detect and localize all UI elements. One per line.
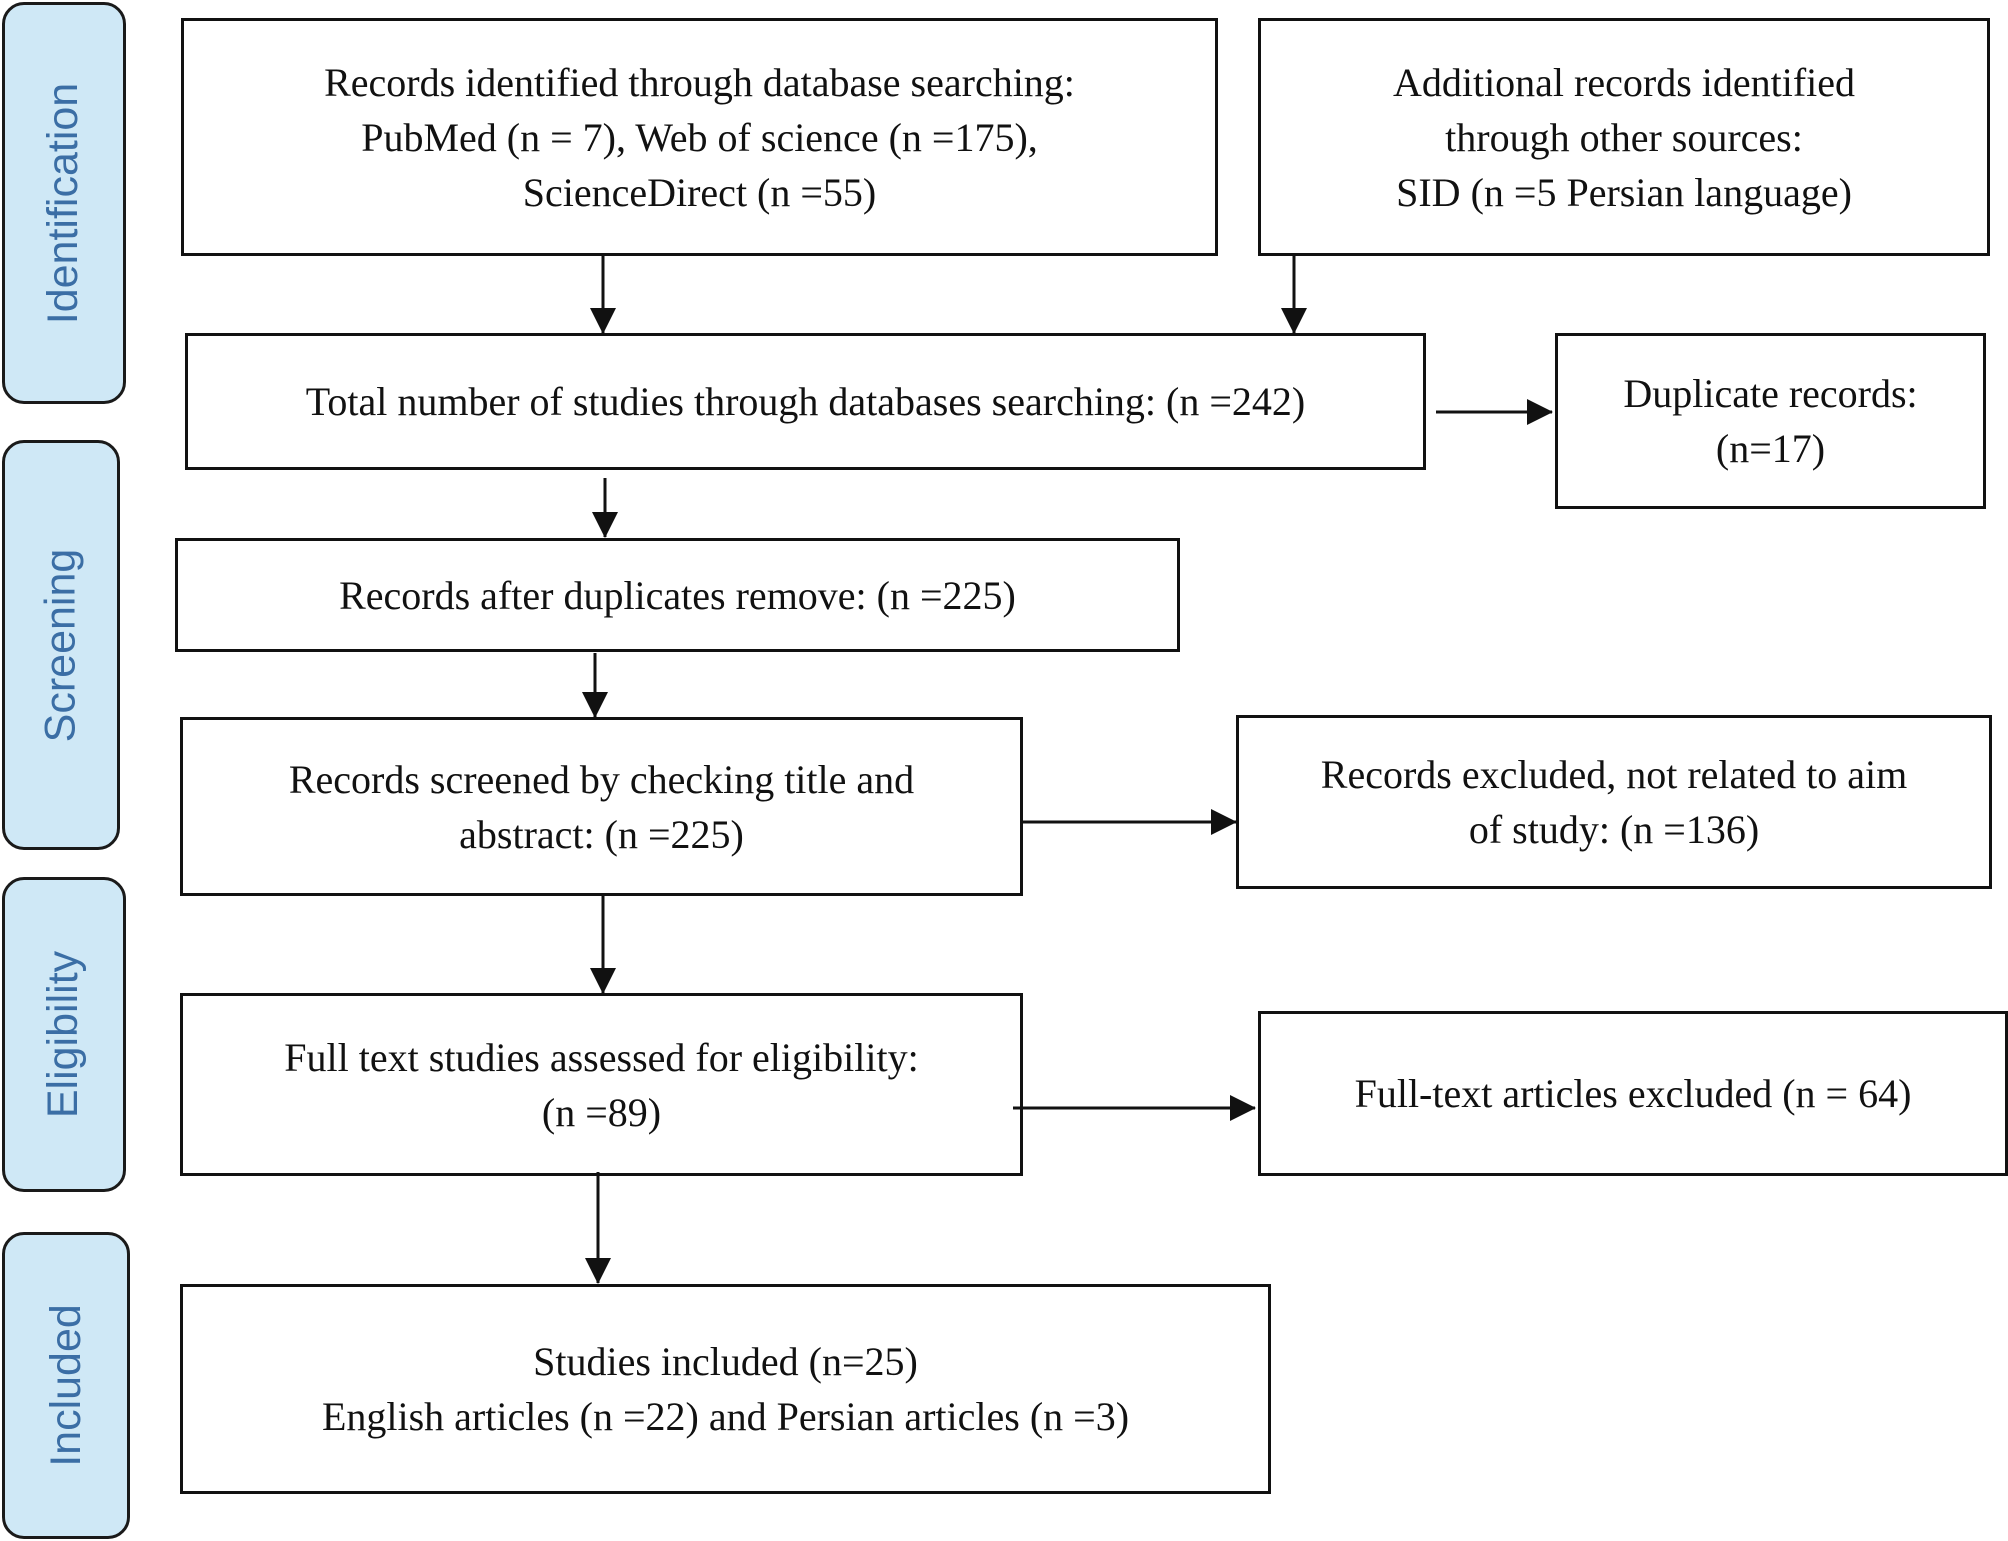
total-studies-line-1: Total number of studies through database…: [305, 379, 1306, 424]
database-search-line-1: Records identified through database sear…: [324, 59, 1075, 105]
duplicates-line-2: (n=17): [1715, 426, 1826, 471]
full-text-excluded-box: Full-text articles excluded (n = 64): [1258, 1011, 2008, 1176]
screened-line-2: abstract: (n =225): [459, 811, 744, 857]
full-text-assessed-line-1: Full text studies assessed for eligibili…: [284, 1034, 919, 1080]
after-duplicates-box: Records after duplicates remove: (n =225…: [175, 538, 1180, 652]
other-sources-box: Additional records identified through ot…: [1258, 18, 1990, 256]
other-sources-line-2: through other sources:: [1445, 114, 1803, 160]
stage-eligibility: Eligibility: [2, 877, 126, 1192]
database-search-line-3: ScienceDirect (n =55): [522, 169, 877, 215]
excluded-screening-box: Records excluded, not related to aim of …: [1236, 715, 1992, 889]
duplicates-line-1: Duplicate records:: [1623, 371, 1918, 416]
included-line-1: Studies included (n=25): [533, 1339, 918, 1384]
full-text-assessed-box: Full text studies assessed for eligibili…: [180, 993, 1023, 1176]
full-text-excluded-line-1: Full-text articles excluded (n = 64): [1354, 1071, 1912, 1116]
stage-screening: Screening: [2, 440, 120, 850]
stage-identification: Identification: [2, 2, 126, 404]
full-text-assessed-line-2: (n =89): [541, 1089, 662, 1135]
screened-line-1: Records screened by checking title and: [288, 756, 915, 802]
stage-included: Included: [2, 1232, 130, 1539]
database-search-box: Records identified through database sear…: [181, 18, 1218, 256]
other-sources-line-1: Additional records identified: [1392, 59, 1856, 105]
excluded-screening-line-1: Records excluded, not related to aim: [1320, 752, 1908, 797]
screened-box: Records screened by checking title and a…: [180, 717, 1023, 896]
excluded-screening-line-2: of study: (n =136): [1468, 807, 1760, 852]
duplicates-box: Duplicate records: (n=17): [1555, 333, 1986, 509]
after-duplicates-line-1: Records after duplicates remove: (n =225…: [339, 572, 1016, 618]
included-line-2: English articles (n =22) and Persian art…: [321, 1394, 1130, 1439]
included-box: Studies included (n=25) English articles…: [180, 1284, 1271, 1494]
other-sources-line-3: SID (n =5 Persian language): [1396, 169, 1852, 215]
total-studies-box: Total number of studies through database…: [185, 333, 1426, 470]
database-search-line-2: PubMed (n = 7), Web of science (n =175),: [361, 114, 1038, 160]
